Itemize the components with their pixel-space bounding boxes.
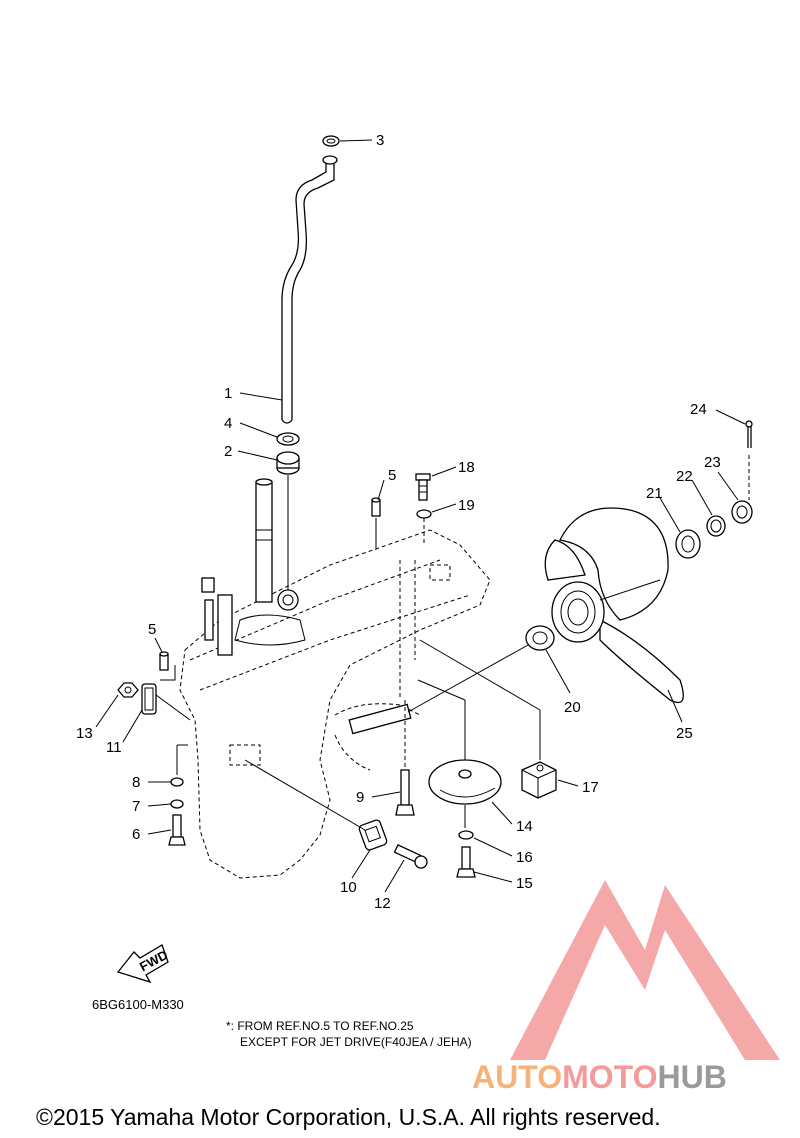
grommet-2 <box>276 451 300 475</box>
bolt-12 <box>393 844 428 869</box>
cotter-pin-24 <box>745 420 753 448</box>
washer-21 <box>675 529 701 559</box>
watermark-triangle-icon <box>510 880 780 1060</box>
seal-3 <box>322 135 340 147</box>
callout-13: 13 <box>76 725 93 742</box>
propeller-shaft <box>348 703 412 735</box>
nut-23 <box>731 500 753 524</box>
bolt-18 <box>415 473 431 501</box>
washer-16 <box>458 830 474 840</box>
nut-13 <box>117 682 139 698</box>
anode-17 <box>521 761 557 799</box>
callout-2: 2 <box>224 443 232 460</box>
callout-labels: 1 2 3 4 5 5 6 7 8 9 10 11 12 13 14 15 16… <box>76 132 721 912</box>
callout-4: 4 <box>224 415 232 432</box>
water-tube <box>281 155 338 424</box>
dowel-pin-5a <box>371 497 381 517</box>
callout-1: 1 <box>224 385 232 402</box>
leader-lines <box>95 139 746 893</box>
diagram-code: 6BG6100-M330 <box>92 997 184 1012</box>
callout-3: 3 <box>376 132 384 149</box>
callout-5a: 5 <box>388 467 396 484</box>
note-line-1: *: FROM REF.NO.5 TO REF.NO.25 <box>226 1019 414 1033</box>
callout-16: 16 <box>516 849 533 866</box>
callout-24: 24 <box>690 401 707 418</box>
bolt-15 <box>456 846 476 878</box>
fwd-arrow-icon: FWD <box>116 944 170 984</box>
copyright-text: ©2015 Yamaha Motor Corporation, U.S.A. A… <box>36 1104 661 1130</box>
callout-14: 14 <box>516 818 533 835</box>
washer-7 <box>170 799 184 809</box>
dowel-pin-5b <box>159 651 169 671</box>
plug-8 <box>170 777 184 787</box>
callout-18: 18 <box>458 459 475 476</box>
callout-25: 25 <box>676 725 693 742</box>
callout-11: 11 <box>106 739 122 756</box>
note-line-2: EXCEPT FOR JET DRIVE(F40JEA / JEHA) <box>240 1035 472 1049</box>
washer-19 <box>416 509 432 519</box>
callout-20: 20 <box>564 699 581 716</box>
callout-21: 21 <box>646 485 663 502</box>
spacer-20 <box>525 625 555 651</box>
grommet-4 <box>276 432 300 446</box>
callout-5b: 5 <box>148 621 156 638</box>
anode-10 <box>358 819 388 851</box>
bolt-9 <box>395 769 415 816</box>
callout-23: 23 <box>704 454 721 471</box>
callout-8: 8 <box>132 774 140 791</box>
watermark-logo <box>510 880 780 1060</box>
drive-shaft <box>201 478 306 656</box>
spacer-22 <box>706 515 726 537</box>
callout-22: 22 <box>676 468 693 485</box>
callout-9: 9 <box>356 789 364 806</box>
callout-19: 19 <box>458 497 475 514</box>
plate-11 <box>141 683 157 715</box>
callout-6: 6 <box>132 826 140 843</box>
callout-10: 10 <box>340 879 357 896</box>
propeller-25 <box>544 507 684 704</box>
lower-casing-outline <box>179 529 491 879</box>
callout-12: 12 <box>374 895 391 912</box>
trim-tab-14 <box>428 759 502 805</box>
bolt-6 <box>168 814 186 846</box>
callout-17: 17 <box>582 779 599 796</box>
watermark-text: AUTOMOTOHUB <box>472 1059 727 1095</box>
callout-15: 15 <box>516 875 533 892</box>
callout-7: 7 <box>132 798 140 815</box>
